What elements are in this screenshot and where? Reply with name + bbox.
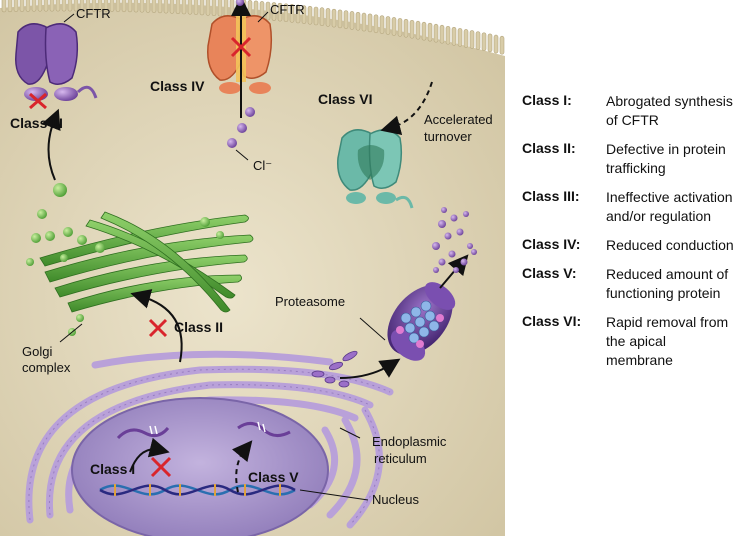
chloride-label: Cl⁻: [253, 158, 272, 173]
class-iii-block-mark: [29, 92, 47, 110]
cftr-label-mid: CFTR: [270, 2, 305, 17]
legend-row: Class IV: Reduced conduction: [522, 236, 734, 255]
class-i-block-mark: [150, 456, 172, 478]
legend-description: Defective in protein trafficking: [606, 141, 726, 176]
class-i-arrow: [129, 437, 170, 473]
class-i-label: Class I: [90, 461, 135, 477]
class-v-label: Class V: [248, 469, 299, 485]
misfolded-protein-fragments: [311, 350, 358, 388]
legend-row: Class III: Ineffective activation and/or …: [522, 188, 734, 226]
nucleus: [71, 397, 329, 536]
chloride-ions: [227, 0, 255, 148]
legend-key: Class V:: [522, 265, 577, 281]
golgi-vesicles: [26, 183, 224, 336]
legend-key: Class III:: [522, 188, 580, 204]
legend-row: Class V: Reduced amount of functioning pr…: [522, 265, 734, 303]
legend-key: Class VI:: [522, 313, 582, 329]
golgi-to-membrane-arrow: [41, 108, 61, 181]
cftr-class-vi: [337, 129, 414, 209]
cftr-class-iii: [15, 23, 98, 101]
legend-description: Reduced amount of functioning protein: [606, 266, 729, 301]
golgi-complex: [39, 211, 254, 313]
cftr-label-left: CFTR: [76, 6, 111, 21]
legend-row: Class VI: Rapid removal from the apical m…: [522, 313, 734, 370]
degradation-fragments: [432, 207, 477, 273]
class-iii-label: Class III: [10, 115, 63, 131]
class-v-arrow: [231, 440, 253, 493]
class-ii-block-mark: [148, 318, 168, 338]
apical-microvilli: [1, 0, 505, 55]
class-iv-block-mark: [230, 36, 252, 58]
legend-key: Class IV:: [522, 236, 581, 252]
legend-description: Reduced conduction: [606, 237, 734, 253]
proteasome: [387, 282, 456, 361]
class-ii-arrow: [130, 289, 183, 363]
class-ii-label: Class II: [174, 319, 223, 335]
class-vi-label: Class VI: [318, 91, 372, 107]
nucleus-label: Nucleus: [372, 492, 419, 507]
legend-row: Class I: Abrogated synthesis of CFTR: [522, 92, 734, 130]
proteasome-label: Proteasome: [275, 294, 345, 309]
dna-helix: [99, 484, 296, 496]
legend-description: Rapid removal from the apical membrane: [606, 314, 729, 368]
legend-description: Abrogated synthesis of CFTR: [606, 93, 733, 128]
legend-key: Class II:: [522, 140, 576, 156]
class-iv-label: Class IV: [150, 78, 205, 94]
to-proteasome-arrow: [339, 358, 401, 379]
mrna-class-i: [116, 426, 170, 440]
legend-description: Ineffective activation and/or regulation: [606, 189, 733, 224]
legend-key: Class I:: [522, 92, 572, 108]
legend-row: Class II: Defective in protein traffickin…: [522, 140, 734, 178]
